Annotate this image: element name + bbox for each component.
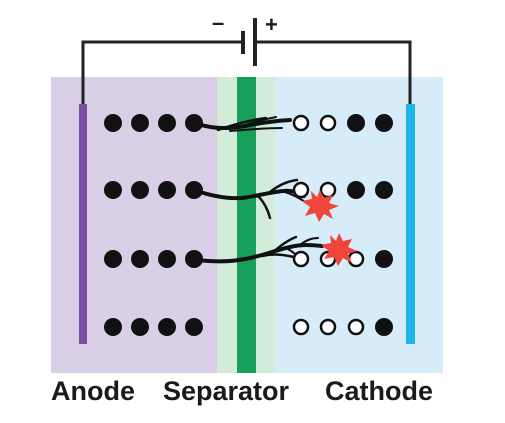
dendrite-row-1	[195, 116, 292, 132]
anode-ion	[131, 318, 149, 336]
anode-ion	[131, 114, 149, 132]
anode-electrode	[79, 104, 87, 344]
anode-ion	[185, 181, 203, 199]
cathode-vacancy	[347, 250, 365, 268]
anode-ion	[104, 318, 122, 336]
external-circuit	[81, 18, 412, 104]
anode-ion	[158, 114, 176, 132]
cathode-ion	[375, 318, 393, 336]
cathode-vacancy	[292, 114, 310, 132]
separator-membrane	[237, 77, 256, 373]
cathode-vacancy	[292, 318, 310, 336]
cathode-vacancy	[319, 318, 337, 336]
cathode-vacancy	[347, 318, 365, 336]
anode-ion	[104, 250, 122, 268]
lithium-ions	[104, 114, 393, 336]
anode-ion	[158, 318, 176, 336]
cathode-electrode	[406, 104, 415, 344]
spark-icon	[321, 233, 357, 266]
cathode-ion	[347, 181, 365, 199]
cathode-vacancy	[292, 181, 310, 199]
circuit-wire-right	[255, 40, 412, 104]
cathode-ion	[375, 114, 393, 132]
anode-ion	[104, 114, 122, 132]
short-circuit-sparks	[302, 190, 357, 266]
anode-ion	[185, 114, 203, 132]
circuit-wire-left	[81, 40, 243, 104]
anode-label: Anode	[51, 376, 135, 406]
cathode-label: Cathode	[325, 376, 433, 406]
anode-ion	[185, 250, 203, 268]
cathode-ion	[375, 181, 393, 199]
anode-ion	[158, 181, 176, 199]
anode-ion	[158, 250, 176, 268]
anode-ion	[185, 318, 203, 336]
cathode-vacancy	[319, 114, 337, 132]
anode-ion	[131, 181, 149, 199]
cathode-ion	[375, 250, 393, 268]
separator-label: Separator	[163, 376, 290, 406]
spark-icon	[302, 190, 339, 222]
cathode-vacancy	[319, 181, 337, 199]
cathode-ion	[347, 114, 365, 132]
cathode-vacancy	[292, 250, 310, 268]
battery-positive-sign: +	[265, 12, 278, 37]
battery-negative-sign: –	[212, 10, 225, 35]
anode-ion	[131, 250, 149, 268]
anode-ion	[104, 181, 122, 199]
